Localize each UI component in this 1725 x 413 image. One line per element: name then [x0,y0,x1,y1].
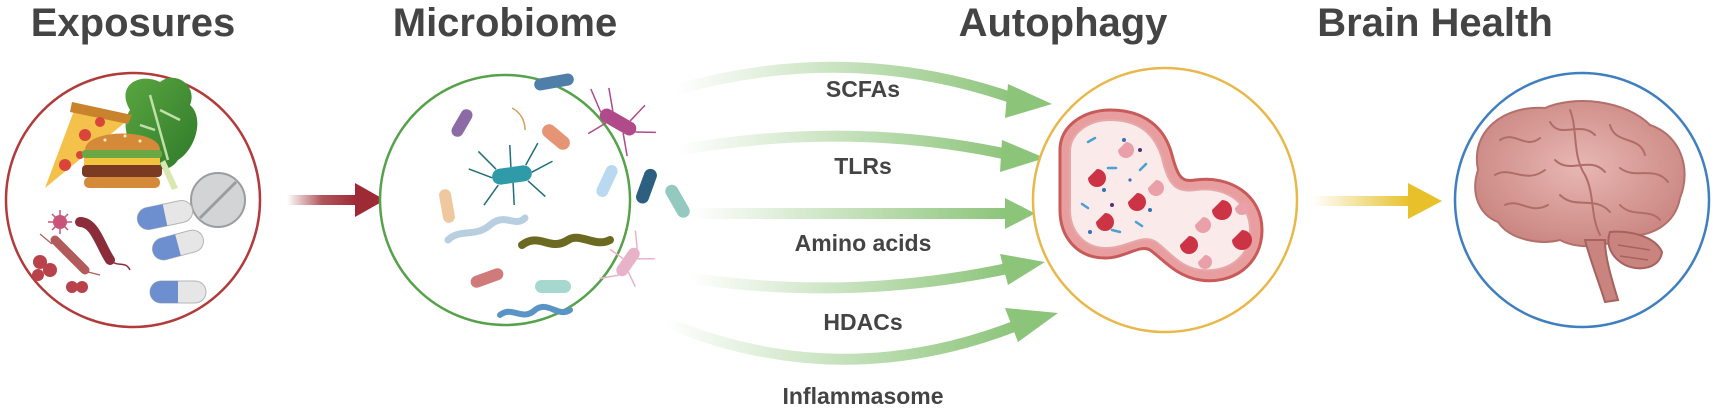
stage-title-microbiome: Microbiome [393,1,617,45]
exposures-panel [4,71,262,329]
brain-arrow [1312,183,1442,219]
pathogen-icon [32,210,131,293]
capsule-icon [136,199,207,304]
mechanism-arrow-1 [673,61,1052,118]
autophagosome-icon [1058,108,1264,283]
brain-icon [1474,100,1686,304]
stage-title-exposures: Exposures [31,1,236,45]
mechanism-arrows [662,61,1058,365]
bacteria-icon [439,73,690,318]
mechanism-label-tlrs: TLRs [834,153,892,179]
microbiome-panel [378,73,690,327]
exposure-arrow [287,183,385,217]
stage-title-brain-health: Brain Health [1317,1,1553,45]
mechanism-arrow-2 [679,130,1045,172]
mechanism-label-hdacs: HDACs [823,309,902,335]
mechanism-arrow-4 [689,254,1045,294]
mechanism-arrow-3 [690,198,1035,229]
mechanism-label-inflammasome: Inflammasome [782,383,943,409]
pill-icon [190,172,246,228]
mechanism-label-amino-acids: Amino acids [795,230,932,256]
burger-icon [82,133,162,188]
mechanism-arrow-5 [662,308,1058,365]
stage-title-autophagy: Autophagy [959,1,1169,45]
brain-health-panel [1453,71,1711,329]
autophagy-panel [1031,66,1299,334]
microbiome-circle [378,73,632,327]
mechanism-label-scfas: SCFAs [826,76,900,102]
